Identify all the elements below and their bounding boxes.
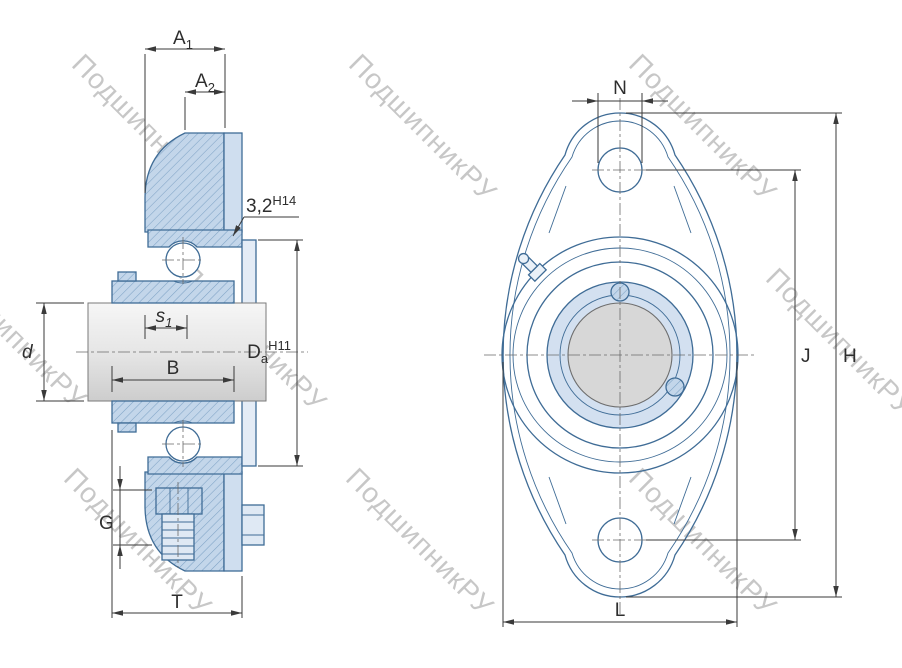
right-view-front: N J H L [484, 78, 857, 627]
flange-blend-line [548, 476, 567, 525]
inner-ring-top [111, 280, 235, 304]
dim-label-surface: 3,2H14 [246, 193, 296, 217]
dimension-s1: s1 [144, 306, 188, 339]
dimension-J: J [646, 169, 811, 541]
dimension-d: d [22, 302, 84, 402]
dimension-Da: DaH11 [247, 239, 303, 467]
outer-ring-top [147, 229, 243, 248]
grease-nipple [517, 252, 548, 283]
dim-label-T: T [171, 592, 183, 613]
flange-plate-bottom [223, 471, 243, 572]
flange-plate-top [223, 132, 243, 233]
dimension-A1: A1 [144, 28, 226, 193]
flange-blend-line [548, 185, 567, 234]
set-screw-2 [665, 377, 685, 397]
dim-label-A1: A1 [173, 28, 193, 52]
dim-label-B: B [167, 358, 180, 379]
dim-label-Da: DaH11 [247, 338, 291, 366]
dim-label-A2: A2 [195, 71, 215, 95]
dim-label-G: G [99, 513, 114, 534]
flange-blend-line [673, 185, 692, 234]
set-screw-bottom [117, 422, 137, 433]
housing-hub-upper [144, 132, 225, 233]
flange-blend-line [673, 476, 692, 525]
dimension-A2: A2 [184, 71, 225, 130]
dimension-G: G [99, 466, 152, 569]
dimension-T: T [111, 430, 243, 618]
dimension-N: N [572, 78, 668, 163]
dimension-B: B [111, 358, 235, 392]
dimension-surface-3-2-H14: 3,2H14 [232, 193, 299, 237]
set-screw-top [117, 271, 137, 282]
dim-label-L: L [615, 600, 626, 621]
flange-inner-contour [509, 120, 731, 590]
dimension-H: H [626, 112, 857, 598]
flange-outline [502, 112, 738, 598]
dim-label-s1: s1 [156, 306, 173, 330]
dim-label-d: d [22, 342, 34, 363]
left-view-cross-section: A1 A2 3,2H14 s1 [22, 28, 308, 618]
dim-label-H: H [843, 346, 857, 367]
mounting-bolt-head [241, 504, 265, 546]
dim-label-N: N [613, 78, 627, 99]
dim-label-J: J [801, 346, 811, 367]
inner-ring-bottom [111, 400, 235, 424]
outer-ring-bottom [147, 456, 243, 475]
dimension-L: L [502, 362, 738, 627]
